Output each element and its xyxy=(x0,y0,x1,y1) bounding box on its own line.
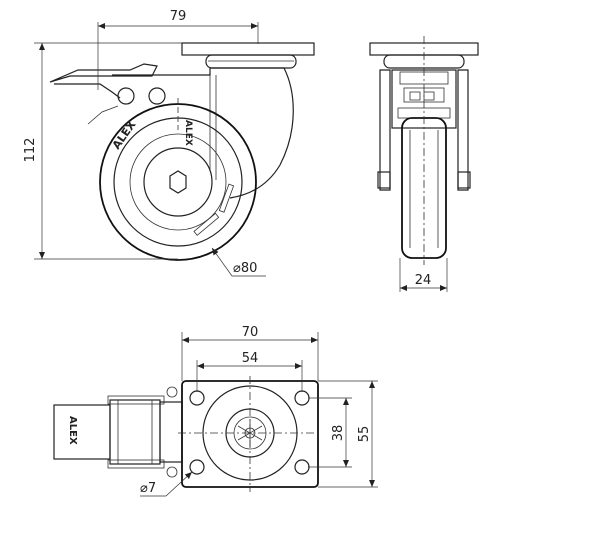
dim-hole-diameter: ⌀7 xyxy=(140,481,156,496)
wheel-lettering xyxy=(193,183,235,236)
front-fork-right xyxy=(457,69,469,191)
side-fork xyxy=(112,67,294,199)
side-wheel-tread-inner xyxy=(113,117,243,247)
side-wheel-hub xyxy=(143,147,213,217)
dim-plate-length: 55 xyxy=(357,426,372,443)
side-pivot-2 xyxy=(148,87,166,105)
side-axle-nut xyxy=(169,170,187,194)
hole-tl xyxy=(189,390,205,406)
top-view: ALEX 70 xyxy=(53,325,378,497)
pedal-brand: ALEX xyxy=(67,416,78,445)
hole-tr xyxy=(294,390,310,406)
front-fork-left xyxy=(379,69,391,191)
side-pivot-1 xyxy=(117,87,135,105)
side-wheel-rim xyxy=(129,133,227,231)
hole-bl xyxy=(189,459,205,475)
dim-hole-spacing-y: 38 xyxy=(331,425,346,442)
dim-hole-spacing-x: 54 xyxy=(242,351,259,366)
front-view: 24 xyxy=(369,36,479,292)
hole-br xyxy=(294,459,310,475)
top-brake-pedal xyxy=(53,404,111,460)
side-top-plate xyxy=(181,42,315,56)
top-fork-bracket xyxy=(109,399,161,465)
dim-side-height: 112 xyxy=(23,138,38,163)
side-brake-pedal xyxy=(49,63,158,83)
side-swivel-housing xyxy=(205,54,297,69)
dim-side-width: 79 xyxy=(170,9,187,24)
dim-plate-width: 70 xyxy=(242,325,259,340)
dim-wheel-diameter: ⌀80 xyxy=(233,261,257,276)
fork-brand: ALEX xyxy=(183,120,193,146)
dim-wheel-width: 24 xyxy=(415,273,432,288)
side-view: ALEX ALEX 79 112 ⌀80 xyxy=(23,9,315,277)
